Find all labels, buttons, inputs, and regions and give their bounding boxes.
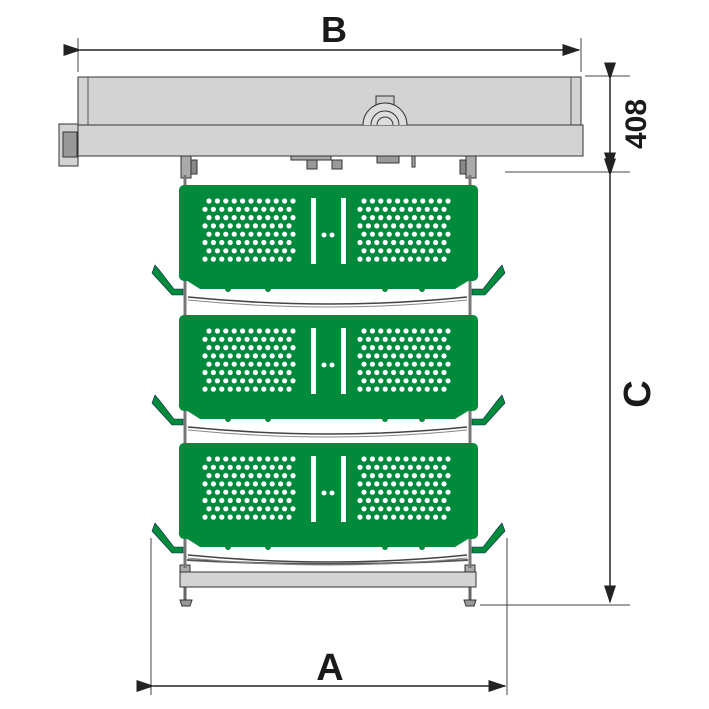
left-handle (151, 264, 184, 296)
left-handle (151, 522, 184, 554)
basket (151, 305, 506, 440)
right-handle (471, 522, 506, 554)
dimension-c-label: C (617, 380, 659, 407)
basket (151, 433, 506, 568)
dimension-a-label: A (316, 647, 343, 689)
right-handle (471, 264, 506, 296)
bottom-frame (179, 538, 477, 607)
dimension-408-label: 408 (620, 99, 653, 149)
top-frame (58, 76, 584, 179)
dimension-b-label: B (321, 9, 347, 50)
baskets (151, 175, 506, 568)
basket (151, 175, 506, 310)
left-handle (151, 394, 184, 426)
dimension-c: C (480, 158, 659, 606)
pivot-mechanism (362, 95, 408, 126)
dimension-b: B (63, 9, 582, 72)
dimension-408: 408 (505, 62, 653, 173)
dimension-a: A (136, 538, 508, 695)
right-handle (471, 394, 506, 426)
